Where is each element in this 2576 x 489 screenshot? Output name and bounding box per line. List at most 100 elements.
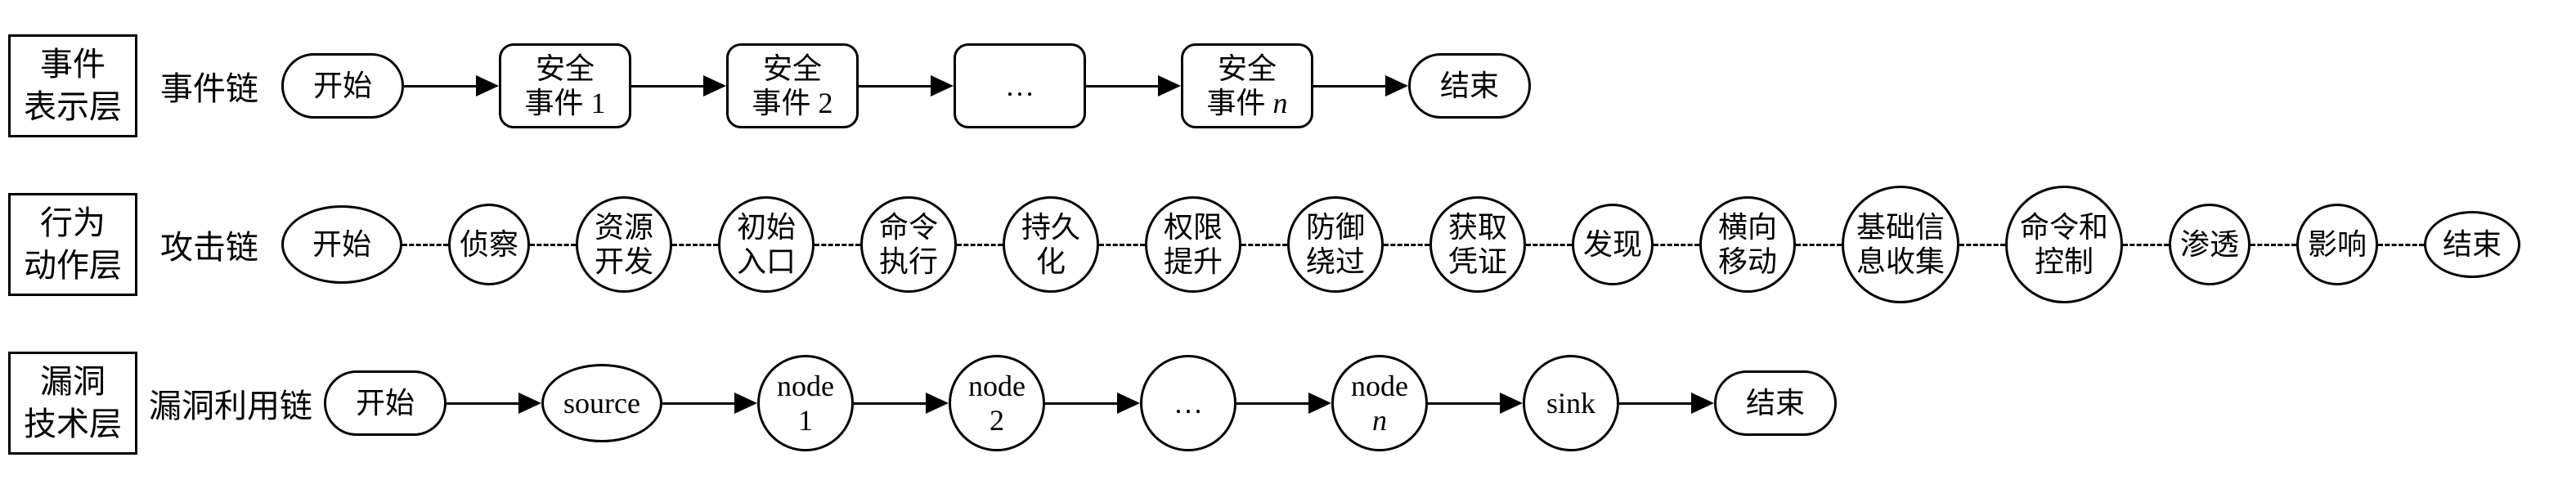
node-label-line: 初始 <box>736 210 796 244</box>
node-label-line: 渗透 <box>2179 227 2239 261</box>
node-label-line: 凭证 <box>1447 245 1507 278</box>
arrow-connector <box>662 393 757 414</box>
arrow-line <box>1428 402 1500 405</box>
arrow-connector <box>1428 393 1523 414</box>
node-label-line: 提升 <box>1163 245 1223 278</box>
node-end: 结束 <box>2424 211 2520 278</box>
dashed-connector <box>530 243 576 246</box>
dashed-connector <box>1241 243 1287 246</box>
node-label-line: 资源 <box>594 210 653 244</box>
node-label-line: n <box>1372 404 1387 437</box>
dashed-connector <box>2378 243 2424 246</box>
node-label-line: 事件 n <box>1206 87 1288 119</box>
node-label-line: 事件 2 <box>752 87 833 119</box>
dashed-connector <box>1384 243 1429 246</box>
node-start: 开始 <box>324 370 447 436</box>
node-security-event-1: 安全事件 1 <box>499 43 631 128</box>
node-command-execution: 命令执行 <box>860 196 957 293</box>
node-label-line: 执行 <box>878 245 938 278</box>
dashed-connector <box>815 243 860 246</box>
arrow-head-icon <box>1385 75 1408 96</box>
node-start: 开始 <box>281 53 404 119</box>
arrow-connector <box>1236 393 1331 414</box>
arrow-line <box>859 84 931 87</box>
arrow-line <box>1086 84 1158 87</box>
node-label-line: 开始 <box>355 386 415 419</box>
node-label-line: 发现 <box>1582 227 1642 261</box>
node-security-event-2: 安全事件 2 <box>726 43 859 128</box>
node-label-line: 息收集 <box>1856 245 1945 278</box>
node-label-line: 移动 <box>1717 245 1777 278</box>
arrow-head-icon <box>1117 393 1140 414</box>
layer-label-behavior-action: 行为 动作层 <box>8 193 137 296</box>
node-label-line: 1 <box>798 404 813 437</box>
node-label-line: 防御 <box>1305 210 1365 244</box>
arrow-head-icon <box>734 393 757 414</box>
node-label-line: 侦察 <box>459 227 518 261</box>
node-end: 结束 <box>1714 370 1837 436</box>
node-label-line: node <box>968 369 1025 402</box>
node-label-line: 结束 <box>1439 69 1499 102</box>
node-label-line: 安全 <box>535 52 595 85</box>
node-label-line: node <box>777 369 834 402</box>
dashed-connector <box>402 243 448 246</box>
arrow-head-icon <box>1500 393 1523 414</box>
dashed-connector <box>672 243 718 246</box>
dashed-connector <box>2251 243 2296 246</box>
node-label-line: 开始 <box>312 69 372 102</box>
layer-label-event-representation: 事件 表示层 <box>8 34 137 137</box>
node-label-line: 权限 <box>1163 210 1223 244</box>
arrow-head-icon <box>926 393 949 414</box>
arrow-head-icon <box>1158 75 1181 96</box>
node-label-line: 2 <box>990 404 1004 437</box>
arrow-head-icon <box>1691 393 1714 414</box>
node-label-line: 命令和 <box>2019 210 2108 244</box>
node-command-and-control: 命令和控制 <box>2005 186 2123 303</box>
node-label-line: 结束 <box>2442 227 2502 261</box>
arrow-connector <box>1045 393 1140 414</box>
node-reconnaissance: 侦察 <box>448 204 530 285</box>
arrow-connector <box>1313 75 1408 96</box>
node-discovery: 发现 <box>1572 204 1654 285</box>
layer-label-line: 表示层 <box>24 88 122 125</box>
node-label-line: 影响 <box>2307 227 2367 261</box>
node-security-event-n: 安全事件 n <box>1181 43 1313 128</box>
arrow-head-icon <box>703 75 726 96</box>
layer-label-line: 行为 <box>40 204 105 241</box>
node-label-line: 入口 <box>736 245 796 278</box>
node-impact: 影响 <box>2296 204 2378 285</box>
node-exfiltration: 渗透 <box>2169 204 2251 285</box>
arrow-head-icon <box>931 75 954 96</box>
node-ellipsis: … <box>1140 355 1236 451</box>
chain-label-event-chain: 事件链 <box>160 70 258 107</box>
arrow-head-icon <box>476 75 499 96</box>
node-label-line: 安全 <box>1217 52 1277 85</box>
node-label-line: 横向 <box>1717 210 1777 244</box>
arrow-connector <box>404 75 499 96</box>
dashed-connector <box>2123 243 2169 246</box>
node-persistence: 持久化 <box>1003 196 1099 293</box>
node-start: 开始 <box>281 205 402 284</box>
dashed-connector <box>957 243 1003 246</box>
node-label-line: source <box>563 386 640 419</box>
node-defense-evasion: 防御绕过 <box>1287 196 1384 293</box>
node-basic-info-collection: 基础信息收集 <box>1842 186 1959 303</box>
node-label-line: 基础信 <box>1856 210 1945 244</box>
row-behavior-action-layer: 行为 动作层 攻击链 开始侦察资源开发初始入口命令执行持久化权限提升防御绕过获取… <box>0 165 2576 324</box>
node-label-line: 化 <box>1035 245 1066 278</box>
node-label-line: 持久 <box>1021 210 1080 244</box>
arrow-line <box>1619 402 1691 405</box>
arrow-line <box>1236 402 1308 405</box>
node-label-line: … <box>1005 69 1034 102</box>
arrow-connector <box>1619 393 1714 414</box>
node-label-line: 结束 <box>1745 386 1805 419</box>
chain-label-exploit-chain: 漏洞利用链 <box>149 388 312 424</box>
arrow-line <box>631 84 703 87</box>
node-lateral-movement: 横向移动 <box>1699 196 1796 293</box>
